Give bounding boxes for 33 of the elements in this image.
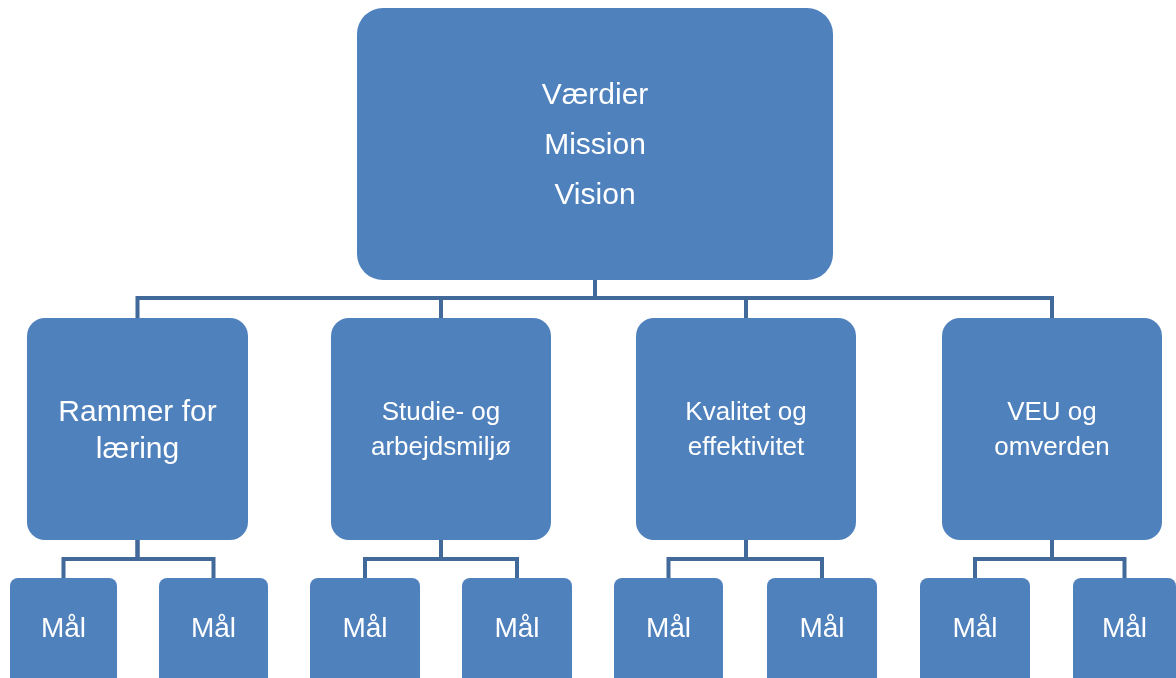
box-label: Rammer for læring (57, 393, 218, 466)
connector-line (439, 540, 519, 578)
box-label: Mål (645, 611, 692, 645)
connector-line (135, 540, 216, 578)
org-box (636, 318, 856, 540)
org-box (942, 318, 1162, 540)
box-label: Vision (554, 176, 636, 212)
box-label: VEU og omverden (993, 395, 1111, 463)
org-box (1073, 578, 1176, 678)
box-label: Kvalitet og effektivitet (684, 395, 808, 463)
connector-line (593, 280, 1054, 318)
org-box (27, 318, 248, 540)
box-label: Værdier (541, 76, 649, 112)
box-label: Mål (342, 611, 388, 645)
org-box (10, 578, 117, 678)
box-label: Mål (190, 611, 237, 645)
org-box (767, 578, 877, 678)
org-box (159, 578, 268, 678)
connector-line (1050, 540, 1127, 578)
box-label: Mål (952, 611, 998, 645)
org-box (310, 578, 420, 678)
box-label: Mål (799, 611, 845, 645)
box-label: Mål (494, 611, 540, 645)
org-box (614, 578, 723, 678)
box-label: Mission (544, 126, 646, 162)
org-box (920, 578, 1030, 678)
org-box (331, 318, 551, 540)
connector-line (744, 540, 824, 578)
box-label: Mål (1101, 611, 1148, 645)
box-label: Mål (40, 611, 87, 645)
org-box (357, 8, 833, 280)
org-box (462, 578, 572, 678)
box-label: Studie- og arbejdsmiljø (369, 395, 513, 463)
